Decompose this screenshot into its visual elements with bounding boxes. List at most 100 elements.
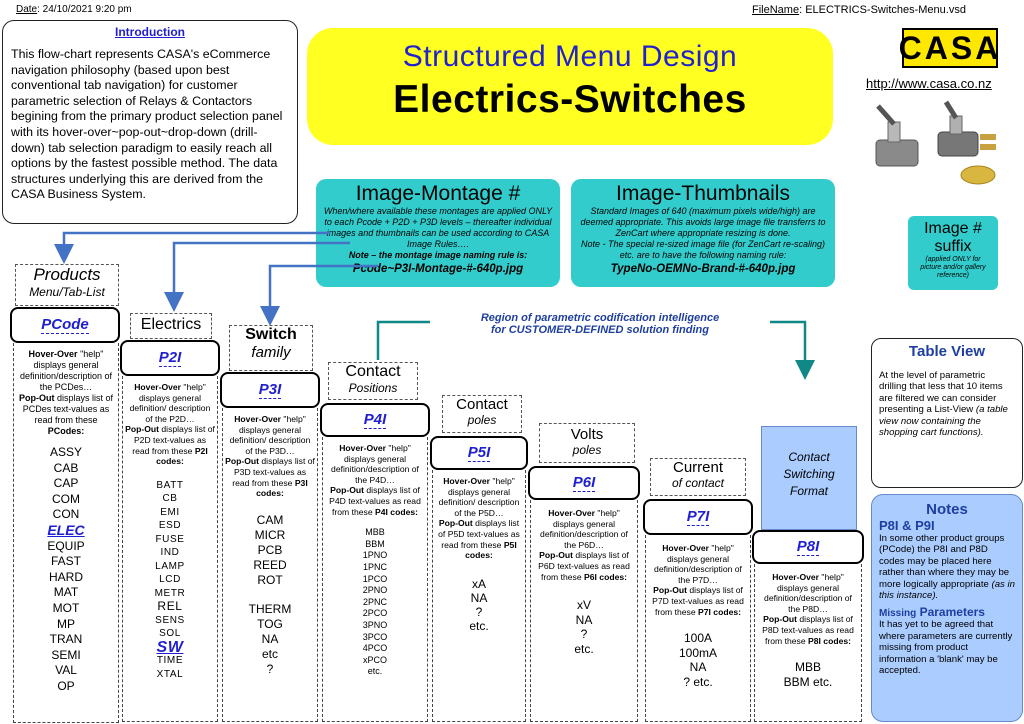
list-item[interactable]: METR xyxy=(154,587,186,599)
list-item[interactable]: IND xyxy=(160,547,180,559)
list-item[interactable]: xA xyxy=(471,576,486,591)
list-item[interactable]: 4PCO xyxy=(362,643,388,654)
list-item[interactable]: NA xyxy=(689,660,707,675)
p3i-box[interactable]: P3I xyxy=(220,372,320,408)
contact-switching-column: Hover-Over "help" displays general defin… xyxy=(754,564,862,722)
list-item[interactable]: etc. xyxy=(574,641,594,656)
list-item[interactable]: LAMP xyxy=(155,560,185,572)
list-item[interactable]: ? xyxy=(475,604,483,619)
list-item[interactable]: MP xyxy=(57,616,75,631)
list-item[interactable]: CAB xyxy=(53,460,79,475)
notes-title: Notes xyxy=(926,501,968,518)
p7i-box[interactable]: P7I xyxy=(643,499,753,535)
casa-logo: CASA xyxy=(899,28,998,68)
p8i-box[interactable]: P8I xyxy=(752,530,864,564)
list-item-selected[interactable]: ELEC xyxy=(47,521,85,538)
list-item[interactable]: etc. xyxy=(469,618,489,633)
list-item[interactable]: TRAN xyxy=(49,632,83,647)
notes-text1: In some other product groups (PCode) the… xyxy=(879,533,1015,602)
list-item[interactable]: ? xyxy=(266,661,274,676)
p5i-box[interactable]: P5I xyxy=(430,436,528,470)
pcode-box[interactable]: PCode xyxy=(10,307,120,343)
image-thumbnails-panel: Image-Thumbnails Standard Images of 640 … xyxy=(571,179,835,287)
list-item[interactable]: 2PNC xyxy=(362,596,387,607)
list-item[interactable]: ASSY xyxy=(49,445,82,459)
banner-subtitle: Structured Menu Design xyxy=(402,40,738,73)
image-thumbnails-title: Image-Thumbnails xyxy=(616,182,790,205)
notes-panel: Notes P8I & P9I In some other product gr… xyxy=(871,494,1023,722)
list-item[interactable]: MBB xyxy=(365,527,385,538)
list-item[interactable]: NA xyxy=(261,631,279,646)
list-item[interactable]: VAL xyxy=(55,663,77,678)
introduction-title[interactable]: Introduction xyxy=(115,25,185,39)
list-item[interactable]: xV xyxy=(576,598,591,613)
list-item[interactable]: PCB xyxy=(257,542,283,557)
image-montage-body: When/where available these montages are … xyxy=(323,206,553,249)
list-item[interactable]: CAM xyxy=(256,512,284,527)
list-item[interactable]: NA xyxy=(575,612,593,627)
list-item[interactable]: LCD xyxy=(159,574,181,586)
list-item[interactable]: EMI xyxy=(160,506,180,518)
list-item[interactable]: 100A xyxy=(683,631,713,646)
switch-family-column: Hover-Over "help" displays general defin… xyxy=(222,408,318,722)
list-item[interactable]: 2PNO xyxy=(362,585,388,596)
list-item[interactable]: MAT xyxy=(53,585,79,600)
table-view-text: At the level of parametric drilling that… xyxy=(879,370,1008,439)
list-item[interactable]: FAST xyxy=(50,554,81,569)
casa-url-link[interactable]: http://www.casa.co.nz xyxy=(866,76,992,91)
list-item[interactable]: MICR xyxy=(254,527,286,542)
p2i-box[interactable]: P2I xyxy=(120,340,220,376)
list-item[interactable]: XTAL xyxy=(156,668,184,680)
list-item[interactable]: REED xyxy=(253,557,287,572)
list-item[interactable]: TIME xyxy=(156,655,184,667)
region-label: Region of parametric codification intell… xyxy=(430,312,770,336)
notes-text2: It has yet to be agreed that where param… xyxy=(879,619,1013,677)
list-item[interactable]: 3PCO xyxy=(362,631,388,642)
list-item[interactable]: ESD xyxy=(158,520,182,532)
list-item[interactable]: ROT xyxy=(257,572,283,587)
list-item-selected[interactable]: SW xyxy=(156,638,184,656)
list-item[interactable]: SEMI xyxy=(51,647,81,662)
list-item[interactable]: REL xyxy=(157,599,183,614)
list-item[interactable]: COM xyxy=(52,491,80,506)
image-montage-title: Image-Montage # xyxy=(355,182,521,205)
p4i-box[interactable]: P4I xyxy=(320,403,430,437)
image-thumbnails-name: TypeNo-OEMNo-Brand-#-640p.jpg xyxy=(610,263,796,275)
list-item[interactable]: BBM etc. xyxy=(783,674,833,689)
list-item[interactable]: 3PNO xyxy=(362,619,388,630)
list-item[interactable]: FUSE xyxy=(155,533,185,545)
list-item[interactable]: 100mA xyxy=(678,645,718,660)
list-item[interactable]: etc. xyxy=(367,666,383,677)
list-item[interactable]: 1PNC xyxy=(362,561,387,572)
current-header: Current of contact xyxy=(650,458,746,496)
contact-poles-column: Hover-Over "help" displays general defin… xyxy=(432,470,526,722)
image-thumbnails-body: Standard Images of 640 (maximum pixels w… xyxy=(580,206,826,238)
list-item[interactable]: etc xyxy=(261,646,278,661)
list-item[interactable]: HARD xyxy=(48,569,83,584)
list-item[interactable]: BBM xyxy=(365,538,385,549)
list-item[interactable]: MBB xyxy=(794,660,821,675)
list-item[interactable]: TOG xyxy=(257,616,283,631)
list-item[interactable]: 1PNO xyxy=(362,550,388,561)
list-item[interactable]: ? xyxy=(580,627,588,642)
date-label: Date: 24/10/2021 9:20 pm xyxy=(16,4,132,15)
list-item[interactable]: 2PCO xyxy=(362,608,388,619)
title-banner: Structured Menu Design Electrics-Switche… xyxy=(307,28,833,145)
p6i-box[interactable]: P6I xyxy=(528,466,640,500)
contact-positions-header: Contact Positions xyxy=(328,362,418,400)
list-item[interactable]: xPCO xyxy=(362,654,387,665)
list-item[interactable]: BATT xyxy=(156,479,184,491)
list-item[interactable]: MOT xyxy=(52,600,80,615)
list-item[interactable]: EQUIP xyxy=(47,538,85,553)
list-item[interactable]: CB xyxy=(162,493,178,505)
list-item[interactable]: SENS xyxy=(155,614,185,626)
list-item[interactable]: SOL xyxy=(159,628,181,640)
list-item[interactable]: ? etc. xyxy=(683,674,713,689)
list-item[interactable]: NA xyxy=(470,590,488,605)
electrics-header: Electrics xyxy=(130,313,212,339)
list-item[interactable]: CON xyxy=(52,507,80,522)
list-item[interactable]: THERM xyxy=(248,601,292,616)
list-item[interactable]: 1PCO xyxy=(362,573,388,584)
list-item[interactable]: CAP xyxy=(53,476,79,491)
list-item[interactable]: OP xyxy=(57,678,75,693)
